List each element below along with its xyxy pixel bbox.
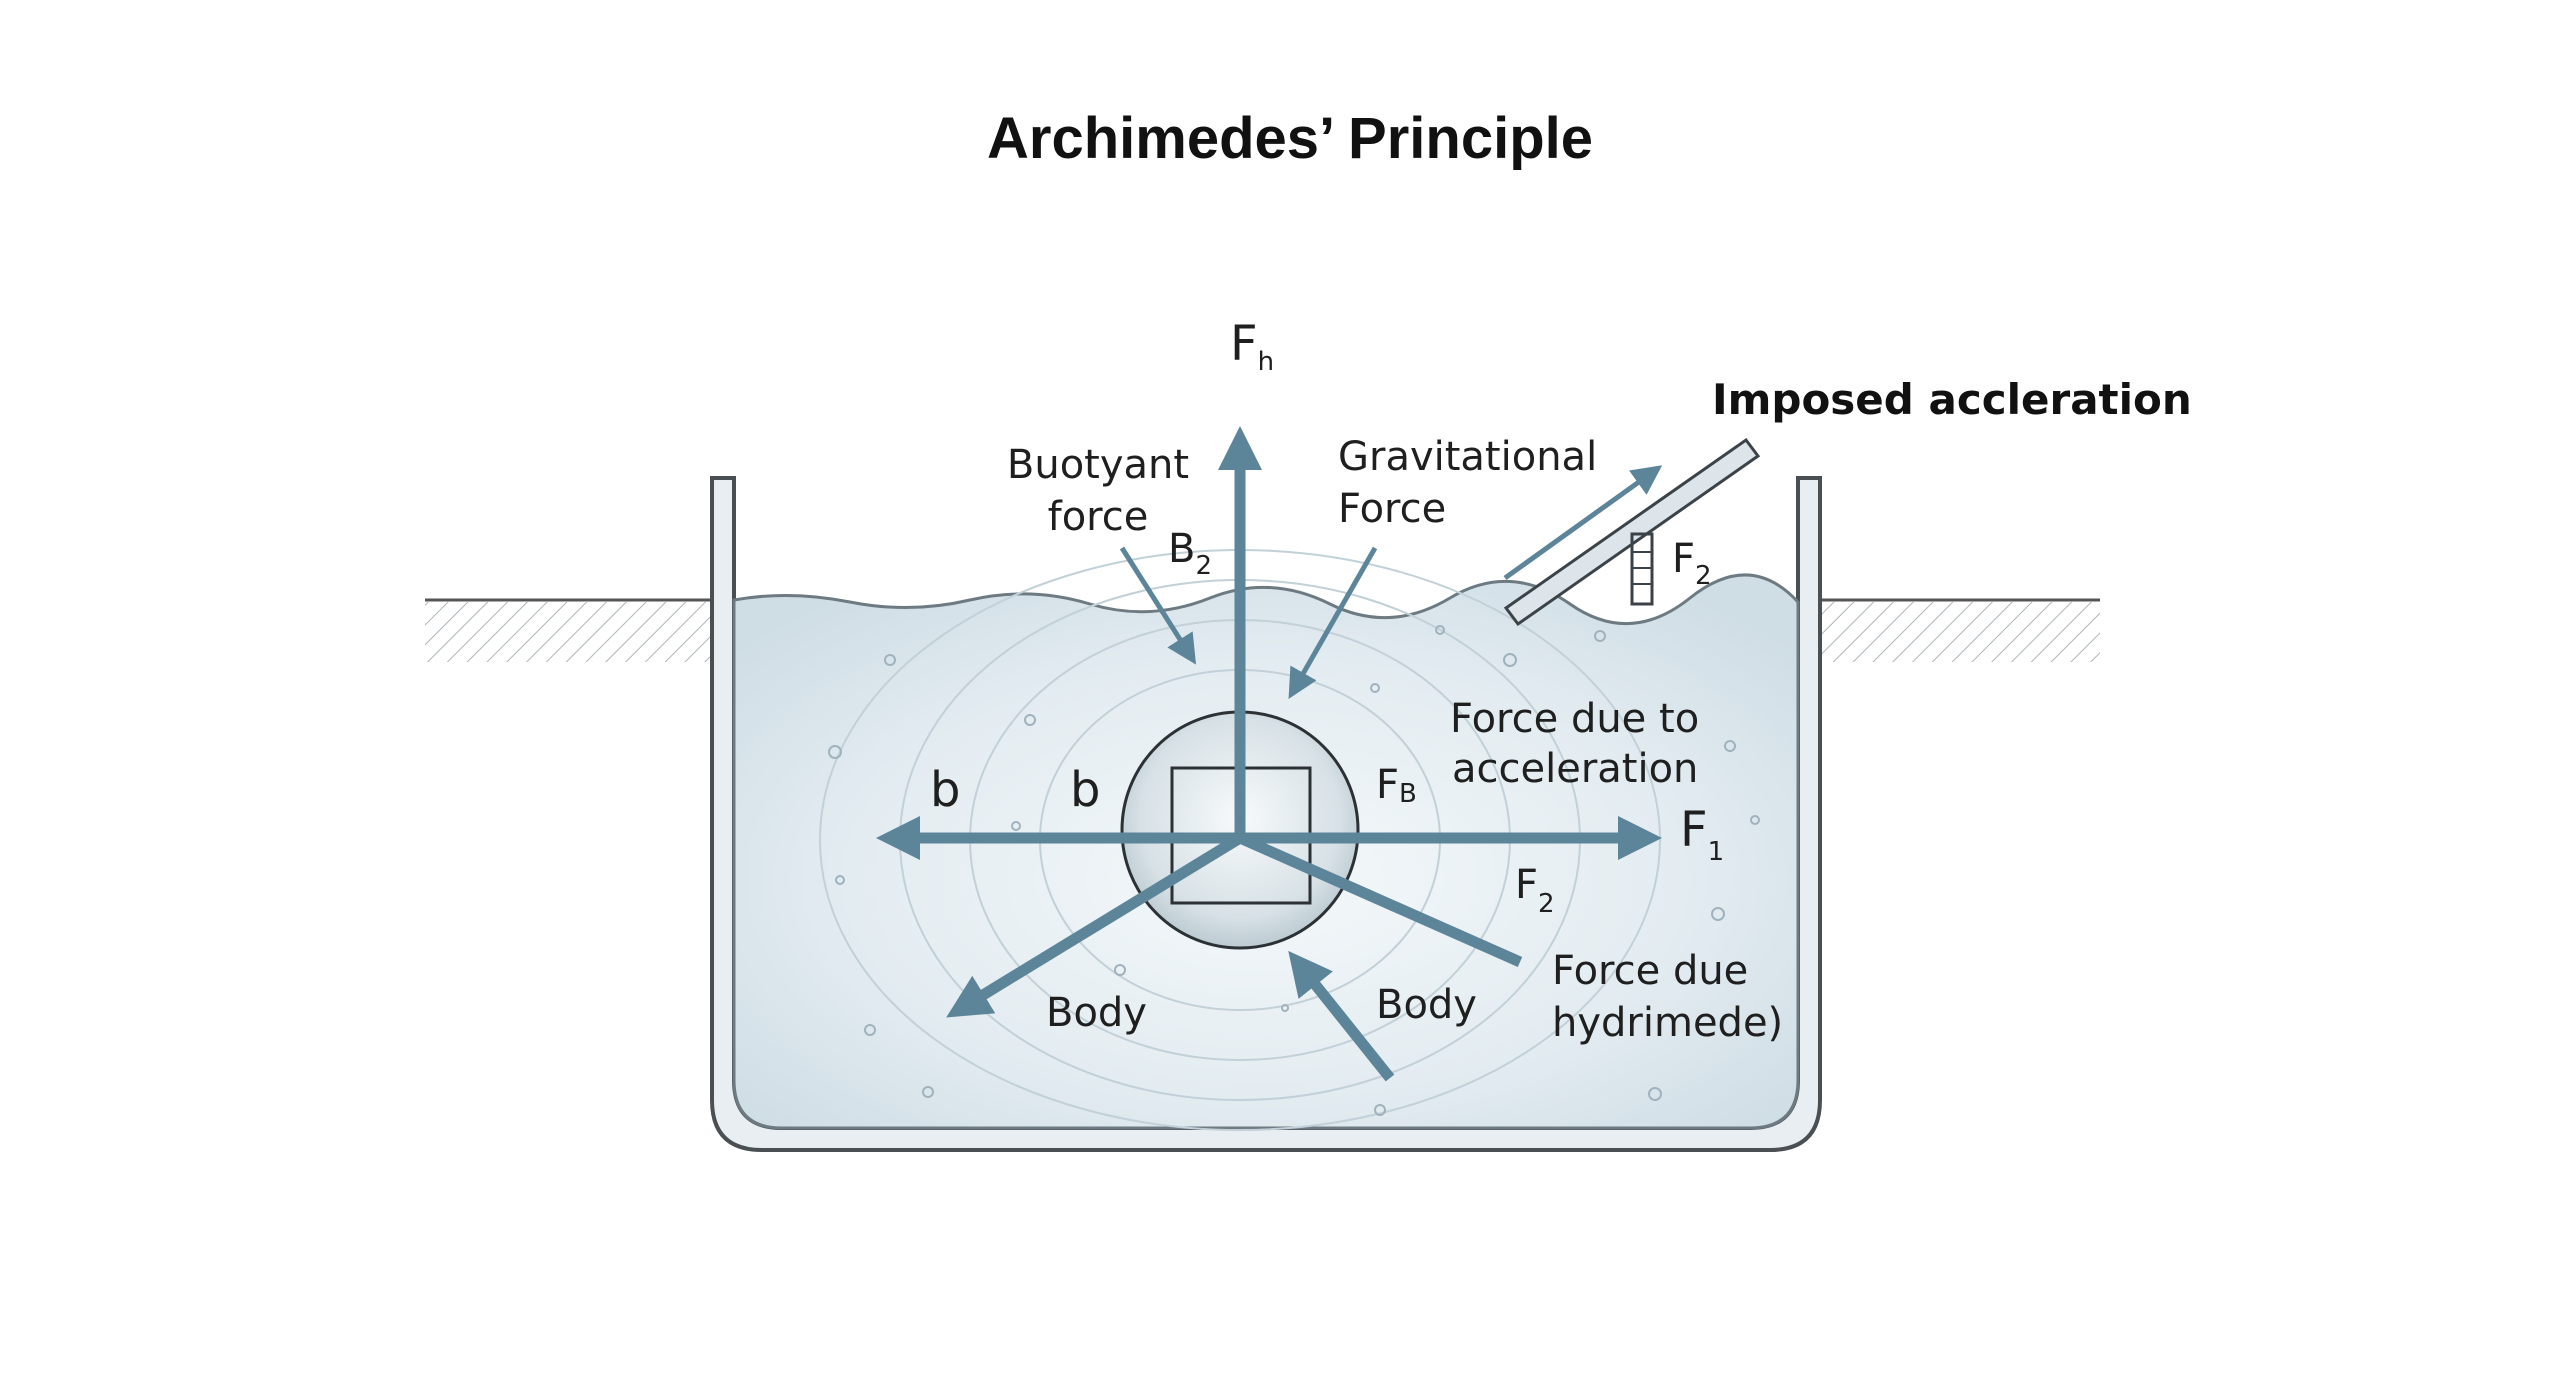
ground-left xyxy=(425,598,712,662)
label-b2: B2 xyxy=(1168,526,1212,581)
label-fb: FB xyxy=(1376,762,1417,809)
pointer-gravitational xyxy=(1288,546,1378,700)
label-body-left: Body xyxy=(1046,990,1147,1036)
label-imposed-acceleration: Imposed accleration xyxy=(1712,375,2192,424)
arrow-body-up xyxy=(1288,950,1395,1082)
label-f2-top: F2 xyxy=(1672,536,1712,591)
label-accel-line2: acceleration xyxy=(1452,746,1698,792)
label-b-mid: b xyxy=(1070,762,1100,818)
label-buoyant-line2: force xyxy=(1048,494,1149,540)
label-buoyant-line1: Buotyant xyxy=(1007,442,1189,488)
label-body-right: Body xyxy=(1376,982,1477,1028)
pointer-buoyant xyxy=(1119,546,1197,665)
label-gravitational-line2: Force xyxy=(1338,486,1446,532)
label-fh: Fh xyxy=(1230,316,1274,377)
label-gravitational-line1: Gravitational xyxy=(1338,434,1597,480)
ground-right xyxy=(1820,598,2100,662)
incline-plank xyxy=(1503,437,1761,627)
label-accel-line1: Force due to xyxy=(1450,696,1699,742)
water-bubbles xyxy=(828,625,1760,1116)
page-title: Archimedes’ Principle xyxy=(987,106,1593,171)
label-hydri-line1: Force due xyxy=(1552,948,1748,994)
arrow-body-down-left xyxy=(946,833,1243,1018)
label-f2-mid: F2 xyxy=(1515,862,1555,919)
arrow-imposed-acceleration xyxy=(1503,465,1663,581)
label-b-left: b xyxy=(930,762,960,818)
label-hydri-line2: hydrimede) xyxy=(1552,1000,1783,1046)
label-f1: F1 xyxy=(1680,802,1724,867)
arrow-f2-down-right xyxy=(1237,832,1523,968)
